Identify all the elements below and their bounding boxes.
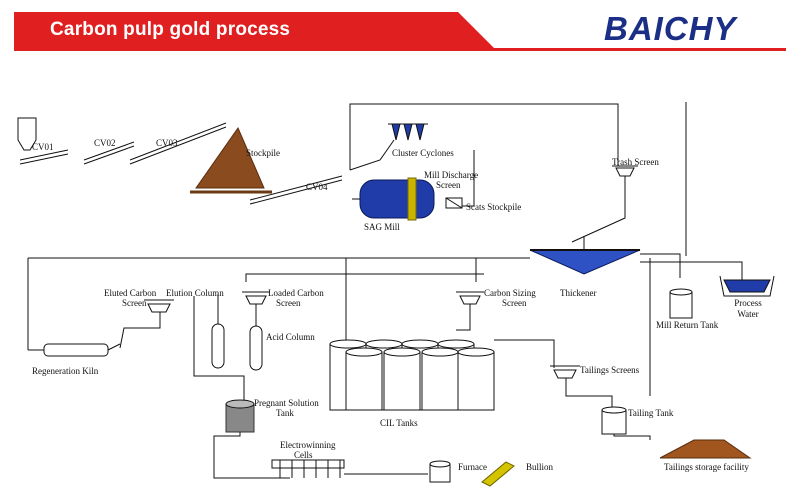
label-process-water-1: Process xyxy=(734,298,762,308)
label-cv01: CV01 xyxy=(32,142,54,152)
label-mill-discharge-screen-2: Screen xyxy=(436,180,461,190)
label-stockpile: Stockpile xyxy=(246,148,280,158)
label-carbon-sizing-screen-2: Screen xyxy=(502,298,527,308)
cil-tanks xyxy=(329,339,495,411)
carbon-sizing-screen xyxy=(456,291,484,305)
label-cil-tanks: CIL Tanks xyxy=(380,418,418,428)
label-regeneration-kiln: Regeneration Kiln xyxy=(32,366,99,376)
acid-column xyxy=(249,325,263,371)
conveyor-cv02 xyxy=(83,141,135,165)
elution-column xyxy=(211,323,225,369)
eluted-carbon-screen xyxy=(144,299,174,313)
title-banner xyxy=(14,12,494,48)
label-process-water-2: Water xyxy=(737,309,758,319)
regeneration-kiln xyxy=(43,343,121,357)
label-pregnant-solution-tank-2: Tank xyxy=(276,408,294,418)
label-thickener: Thickener xyxy=(560,288,596,298)
loaded-carbon-screen xyxy=(242,291,270,305)
conveyor-cv03 xyxy=(129,122,227,165)
process-water-tank xyxy=(719,275,775,297)
sag-mill xyxy=(352,177,435,221)
label-tailings-screens: Tailings Screens xyxy=(580,365,640,375)
label-pregnant-solution-tank-1: Pregnant Solution xyxy=(254,398,319,408)
label-bullion: Bullion xyxy=(526,462,554,472)
label-trash-screen: Trash Screen xyxy=(612,157,659,167)
electrowinning-cells xyxy=(271,459,345,478)
cluster-cyclones xyxy=(388,123,428,141)
label-cluster-cyclones: Cluster Cyclones xyxy=(392,148,454,158)
label-elution-column: Elution Column xyxy=(166,288,224,298)
header-divider xyxy=(14,48,786,51)
label-electrowinning-cells-1: Electrowinning xyxy=(280,440,336,450)
pregnant-solution-tank xyxy=(225,399,255,433)
label-carbon-sizing-screen-1: Carbon Sizing xyxy=(484,288,536,298)
label-mill-return-tank: Mill Return Tank xyxy=(656,320,719,330)
label-cv02: CV02 xyxy=(94,138,116,148)
label-mill-discharge-screen-1: Mill Discharge xyxy=(424,170,478,180)
page-title: Carbon pulp gold process xyxy=(50,19,291,40)
ore-hopper xyxy=(17,117,37,151)
brand-logo: BAICHY xyxy=(604,10,737,47)
label-cv04: CV04 xyxy=(306,182,328,192)
label-electrowinning-cells-2: Cells xyxy=(294,450,313,460)
label-eluted-carbon-screen-2: Screen xyxy=(122,298,147,308)
conveyor-cv04 xyxy=(249,175,343,205)
conveyor-cv01 xyxy=(19,149,69,165)
tailing-tank xyxy=(601,406,627,435)
stockpile-pile xyxy=(190,126,272,194)
label-sag-mill: SAG Mill xyxy=(364,222,400,232)
label-tailing-tank: Tailing Tank xyxy=(628,408,674,418)
label-loaded-carbon-screen-1: Loaded Carbon xyxy=(268,288,324,298)
label-scats-stockpile: Scats Stockpile xyxy=(466,202,521,212)
tailings-storage-facility xyxy=(659,439,752,459)
label-tailings-storage-facility: Tailings storage facility xyxy=(664,462,749,472)
gold-bullion xyxy=(481,461,515,487)
mill-discharge-screen xyxy=(445,197,463,209)
furnace xyxy=(429,460,451,483)
tailings-screens xyxy=(550,365,580,379)
label-loaded-carbon-screen-2: Screen xyxy=(276,298,301,308)
label-cv03: CV03 xyxy=(156,138,178,148)
label-furnace: Furnace xyxy=(458,462,487,472)
trash-screen xyxy=(612,165,638,177)
thickener xyxy=(529,236,641,275)
mill-return-tank xyxy=(669,288,693,319)
label-eluted-carbon-screen-1: Eluted Carbon xyxy=(104,288,157,298)
label-acid-column: Acid Column xyxy=(266,332,315,342)
